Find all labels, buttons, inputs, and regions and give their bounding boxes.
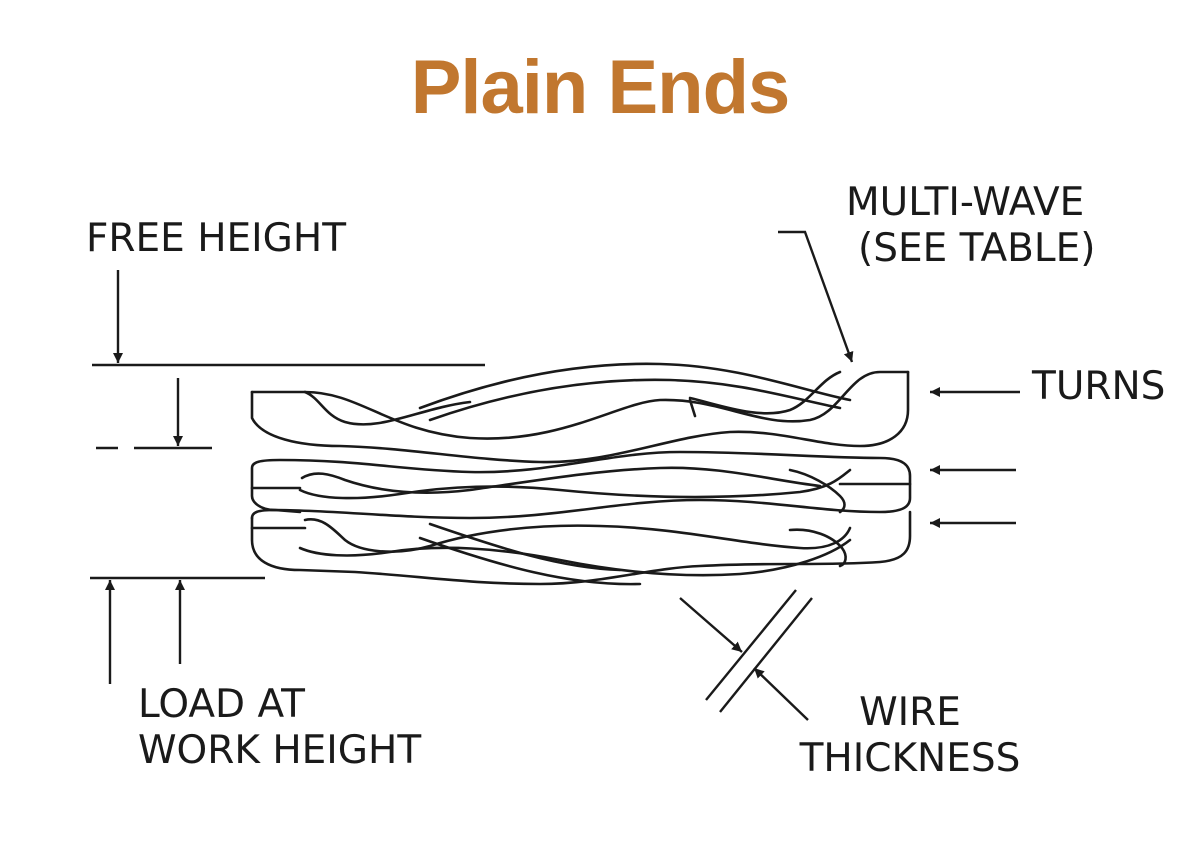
spring-bottom-turn [250, 508, 912, 586]
turns-label: TURNS [1032, 364, 1166, 409]
spring-middle-turn [250, 450, 912, 520]
page-title: Plain Ends [410, 45, 791, 130]
spring-top-turn [250, 362, 910, 464]
multi-wave-label: MULTI-WAVE (SEE TABLE) [846, 180, 1096, 271]
load-at-work-height-label: LOAD AT WORK HEIGHT [138, 682, 422, 773]
wire-thickness-arrow-1 [679, 597, 743, 653]
wire-thickness-arrow-2 [753, 667, 809, 721]
free-height-label: FREE HEIGHT [86, 216, 347, 261]
wire-thickness-line-1 [705, 589, 797, 701]
wire-thickness-line-2 [719, 597, 813, 713]
wire-thickness-label: WIRE THICKNESS [799, 690, 1021, 781]
multi-wave-leader [778, 230, 854, 363]
